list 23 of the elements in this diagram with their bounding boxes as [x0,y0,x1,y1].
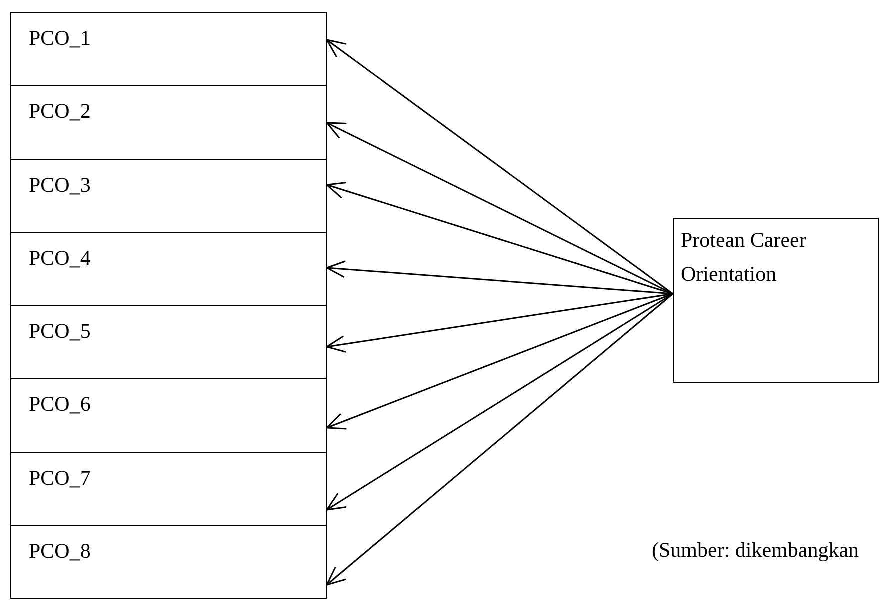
variable-box [10,232,327,306]
variable-box [10,524,327,599]
variable-box [10,158,327,233]
box-label: PCO_5 [29,318,92,345]
box-label: PCO_8 [29,538,92,565]
arrow [326,39,674,295]
arrow [326,122,674,295]
source-note: (Sumber: dikembangkan [652,538,860,563]
variable-box [10,305,327,380]
arrow [326,260,674,295]
arrow [326,293,674,586]
variable-box [10,12,327,86]
box-label: PCO_7 [29,464,92,492]
box-label: PCO_4 [29,244,92,272]
variable-box [673,218,879,383]
box-label: PCO_1 [29,25,92,52]
box-label: PCO_2 [29,98,92,126]
variable-box [10,452,327,526]
box-label: PCO_6 [29,391,92,418]
box-label: PCO_3 [29,172,92,198]
box-label: Protean Career Orientation [681,227,808,288]
variable-box [10,378,327,452]
variable-box [10,85,327,160]
